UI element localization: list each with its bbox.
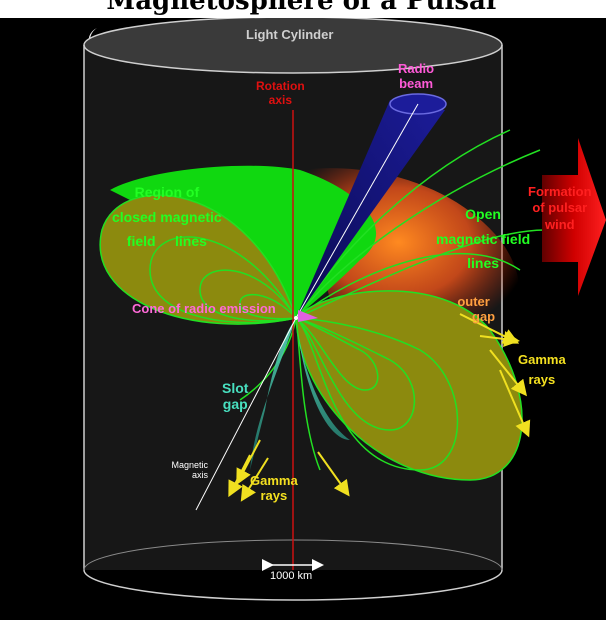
pulsar-wind-arrow	[542, 138, 606, 296]
outer-gap-label: outer gap	[457, 294, 496, 324]
closed-field-lines-right	[239, 317, 459, 471]
cone-emission-marker	[298, 310, 318, 322]
cone-emission-label: Cone of radio emission	[132, 301, 276, 316]
closed-field-lines-left	[149, 236, 297, 324]
gamma-rays-right-label: Gamma rays	[518, 352, 566, 387]
rotation-axis-label: Rotation axis	[256, 79, 305, 107]
radio-beam-label: Radio beam	[398, 61, 435, 91]
gamma-rays-bottom-label: Gamma rays	[250, 473, 298, 503]
pulsar-dot	[294, 316, 298, 320]
gamma-ray-arrows	[228, 313, 531, 502]
scale-label: 1000 km	[270, 570, 313, 582]
radio-beam	[295, 93, 447, 319]
magnetic-axis-label: Magnetic axis	[171, 460, 208, 481]
light-cylinder-label: Light Cylinder	[246, 27, 334, 42]
pulsar-wind-label: Formation of pulsar wind	[528, 184, 592, 232]
top-title-strip: Magnetosphere of a Pulsar	[0, 0, 606, 18]
cropped-title: Magnetosphere of a Pulsar	[106, 0, 500, 16]
closed-region-label: Region of closed magnetic field lines	[112, 184, 222, 249]
slot-gap-label: Slot gap	[222, 380, 249, 413]
open-lines-label: Open magnetic field lines	[436, 206, 531, 271]
magnetic-axis-line	[195, 317, 297, 511]
closed-field-lobe-left	[99, 194, 297, 325]
